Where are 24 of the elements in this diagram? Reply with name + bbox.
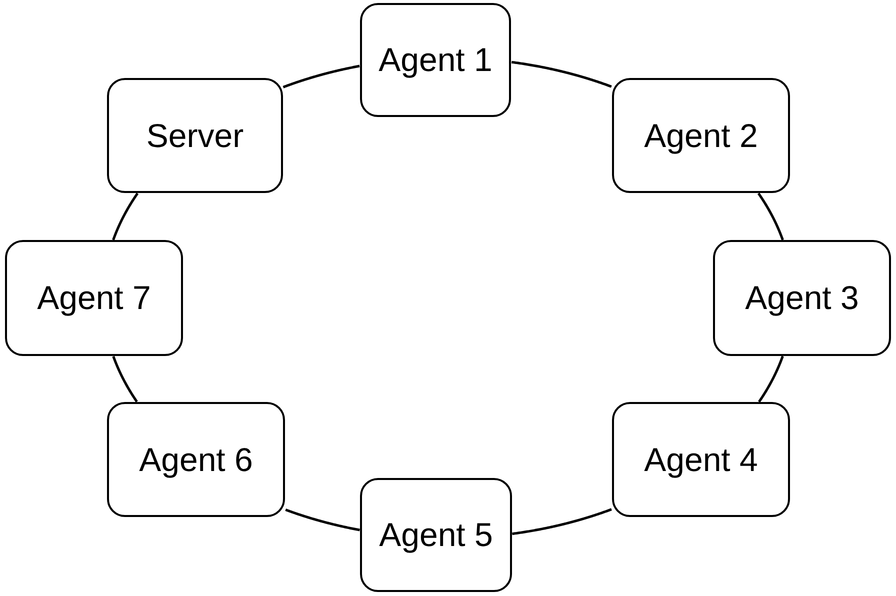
agent-box bbox=[5, 240, 183, 356]
agent-box bbox=[107, 78, 283, 193]
node-label: Agent 3 bbox=[745, 279, 859, 317]
connector-line bbox=[284, 508, 360, 532]
node-label: Server bbox=[146, 116, 244, 154]
connector-line bbox=[112, 356, 138, 403]
agent-box bbox=[360, 3, 511, 117]
agent-box bbox=[360, 478, 512, 592]
agent-box bbox=[612, 78, 790, 193]
node-label: Agent 5 bbox=[379, 516, 493, 554]
agent-box bbox=[107, 402, 285, 517]
node-label: Agent 4 bbox=[644, 440, 758, 478]
node-label: Agent 2 bbox=[644, 116, 758, 154]
agent-box bbox=[612, 402, 790, 517]
agent-box bbox=[713, 240, 891, 356]
connector-line bbox=[511, 60, 612, 88]
node-label: Agent 1 bbox=[378, 41, 492, 79]
connector-line bbox=[282, 64, 360, 88]
connector-line bbox=[758, 355, 784, 403]
node-label: Agent 6 bbox=[139, 440, 253, 478]
node-label: Agent 7 bbox=[37, 279, 151, 317]
connector-line bbox=[512, 508, 612, 536]
connector-line bbox=[757, 192, 784, 241]
connector-line bbox=[112, 192, 139, 241]
